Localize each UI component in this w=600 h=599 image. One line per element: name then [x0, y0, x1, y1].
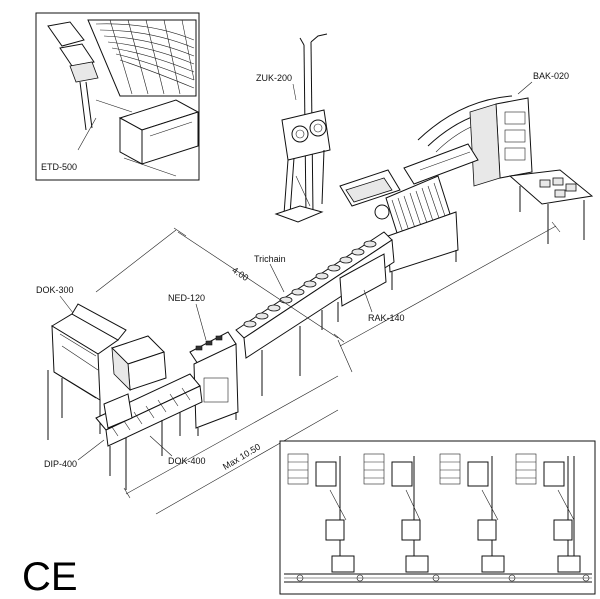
station-3 [439, 453, 505, 573]
etd-detail-inset: ETD-500 [35, 12, 200, 181]
dok400-label: DOK-400 [168, 456, 206, 466]
side-elevation-inset [279, 440, 596, 595]
station-2 [363, 453, 429, 573]
dok-300-unit: DOK-300 [36, 285, 167, 440]
dok300-label: DOK-300 [36, 285, 74, 295]
zuk-label: ZUK-200 [256, 73, 292, 83]
ned-120-unit: NED-120 [168, 293, 239, 436]
ce-mark: CE [22, 555, 78, 599]
dip-dok-400-unit: DIP-400 DOK-400 [44, 373, 206, 490]
rak-label: RAK-140 [368, 313, 405, 323]
bak-output-trays [539, 177, 577, 198]
station-4 [515, 453, 581, 573]
trichain-label: Trichain [254, 254, 286, 264]
etd-drum [87, 19, 197, 97]
dimension-lines-right [337, 221, 561, 373]
ned-label: NED-120 [168, 293, 205, 303]
trichain-conveyor: Trichain [235, 231, 395, 396]
bak-label: BAK-020 [533, 71, 569, 81]
etd-gripper [47, 21, 133, 131]
conveyor-pallets [243, 240, 377, 328]
etd-label: ETD-500 [41, 162, 77, 172]
etd-cutter-box [118, 99, 200, 177]
baseline-rollers [296, 574, 590, 582]
dip-label: DIP-400 [44, 459, 77, 469]
central-drum-unit [339, 143, 479, 290]
dim-4-00-label: 4.00 [230, 265, 250, 283]
bak-020-unit: BAK-020 [417, 71, 594, 244]
zuk-200-unit: ZUK-200 [256, 33, 331, 223]
station-1 [287, 453, 355, 573]
drum-ribs [391, 182, 447, 237]
